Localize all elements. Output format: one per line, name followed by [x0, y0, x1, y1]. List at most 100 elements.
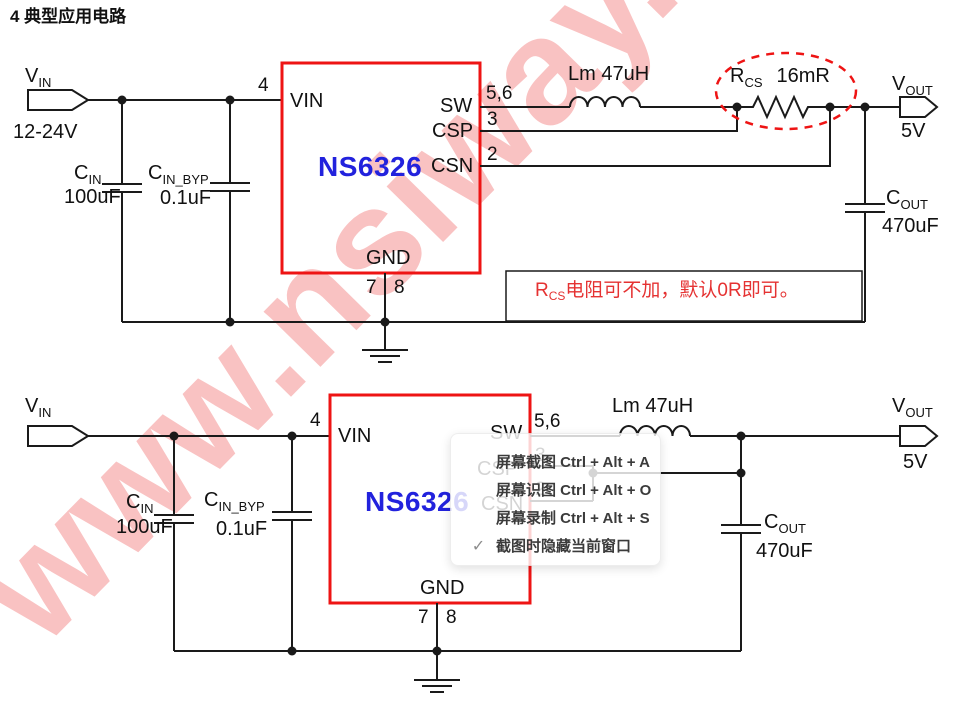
menu-item-label: 屏幕截图 Ctrl + Alt + A [496, 453, 650, 471]
pin-gnd8-number-2: 8 [446, 607, 457, 628]
cin-byp-value-label-2: 0.1uF [216, 518, 268, 540]
junction-dots-bottom [169, 431, 746, 656]
cin-byp-value-label: 0.1uF [160, 187, 212, 209]
cout2-main: C [764, 511, 779, 533]
top-circuit-schematic [27, 51, 939, 363]
menu-item-label: 屏幕录制 Ctrl + Alt + S [496, 510, 650, 528]
chip-pin-gnd-label: GND [366, 247, 411, 269]
vout-voltage-label: 5V [901, 120, 926, 142]
vout2-main: V [892, 395, 906, 417]
cinbyp2-sub: IN_BYP [218, 499, 265, 514]
cin-value-label-2: 100uF [116, 516, 173, 538]
menu-item-hide-window-toggle[interactable]: ✓ 截图时隐藏当前窗口 [451, 533, 660, 559]
vin-label-2: VIN [25, 395, 52, 420]
vin-label: VIN [25, 65, 52, 90]
chip-body [280, 61, 482, 275]
inductor-label: Lm 47uH [568, 63, 650, 85]
chip-pin-csn-label: CSN [431, 155, 474, 177]
cin-sub: IN [88, 172, 102, 187]
cout-ref-label-2: COUT [764, 511, 806, 536]
cin-ref-label-2: CIN [126, 491, 154, 516]
csn-wire [480, 107, 831, 167]
vin-sub: IN [38, 75, 52, 90]
vin-connector-symbol [27, 425, 90, 447]
vout-main: V [892, 73, 906, 95]
vin-voltage-label: 12-24V [13, 121, 78, 143]
cout-capacitor [721, 436, 761, 651]
vout-label-2: VOUT [892, 395, 933, 420]
cout-main: C [886, 187, 901, 209]
menu-item-screen-capture[interactable]: 屏幕截图 Ctrl + Alt + A [451, 448, 660, 474]
cout-capacitor [845, 107, 885, 322]
pin-sw-number: 5,6 [486, 83, 513, 104]
chip-name-label: NS6326 [318, 151, 423, 182]
pin-sw-number-2: 5,6 [534, 411, 561, 432]
csp-wire [480, 107, 738, 132]
pin-gnd7-number: 7 [366, 277, 377, 298]
vout-voltage-label-2: 5V [903, 451, 928, 473]
cin-byp-ref-label-2: CIN_BYP [204, 489, 265, 514]
note-text: 电阻可不加，默认0R即可。 [565, 280, 799, 301]
pin4-number-2: 4 [310, 410, 321, 431]
note-box [505, 270, 863, 322]
inductor-label-2: Lm 47uH [612, 395, 694, 417]
checkmark-icon: ✓ [471, 537, 486, 555]
pin-csp-number: 3 [487, 109, 498, 130]
vin-main: V [25, 65, 39, 87]
junction-dots-top [117, 95, 870, 327]
cin-byp-capacitor [210, 100, 250, 322]
vout-label: VOUT [892, 73, 933, 98]
cout-value-label: 470uF [882, 215, 939, 237]
cout-value-label-2: 470uF [756, 540, 813, 562]
pin-gnd8-number: 8 [394, 277, 405, 298]
screenshot-tool-popup-menu: 屏幕截图 Ctrl + Alt + A 屏幕识图 Ctrl + Alt + O … [450, 433, 661, 566]
rcs-note: RCS电阻可不加，默认0R即可。 [535, 280, 799, 303]
inductor-symbol [569, 96, 641, 108]
note-r-sub: CS [548, 289, 566, 303]
chip-pin-vin-label-2: VIN [338, 425, 372, 447]
cin-main: C [74, 162, 89, 184]
vout-sub: OUT [905, 83, 933, 98]
rcs-value: 16mR [776, 65, 830, 87]
cout-ref-label: COUT [886, 187, 928, 212]
cout2-sub: OUT [778, 521, 806, 536]
cin-capacitor [154, 436, 194, 651]
cin-value-label: 100uF [64, 186, 121, 208]
cin-byp-sub: IN_BYP [162, 172, 209, 187]
vin2-sub: IN [38, 405, 52, 420]
cin2-sub: IN [140, 501, 154, 516]
cin2-main: C [126, 491, 141, 513]
ground-symbol [414, 651, 460, 693]
menu-item-screen-ocr[interactable]: 屏幕识图 Ctrl + Alt + O [451, 476, 660, 502]
pin-gnd7-number-2: 7 [418, 607, 429, 628]
cin-byp-ref-label: CIN_BYP [148, 162, 209, 187]
vin-connector-symbol [27, 89, 90, 111]
menu-item-screen-record[interactable]: 屏幕录制 Ctrl + Alt + S [451, 505, 660, 531]
rcs-main: R [730, 65, 745, 87]
pin-csn-number: 2 [487, 144, 498, 165]
menu-item-label: 截图时隐藏当前窗口 [496, 538, 632, 556]
cin-byp-main: C [148, 162, 163, 184]
menu-item-label: 屏幕识图 Ctrl + Alt + O [496, 481, 652, 499]
rcs-resistor-symbol [737, 94, 830, 120]
chip-pin-vin-label: VIN [290, 90, 324, 112]
chip-pin-csp-label: CSP [432, 120, 474, 142]
vout-connector-symbol [899, 96, 939, 118]
vout-connector-symbol [899, 425, 939, 447]
chip-pin-gnd-label-2: GND [420, 577, 465, 599]
pin4-number: 4 [258, 75, 269, 96]
cout-sub: OUT [900, 197, 928, 212]
cin-ref-label: CIN [74, 162, 102, 187]
vout2-sub: OUT [905, 405, 933, 420]
page-title: 4 典型应用电路 [10, 7, 127, 26]
cin-capacitor [102, 100, 142, 322]
rcs-highlight-ellipse [714, 51, 858, 131]
chip-pin-sw-label: SW [440, 95, 473, 117]
vin2-main: V [25, 395, 39, 417]
cin-byp-capacitor [272, 436, 312, 651]
ground-symbol [362, 322, 408, 363]
cinbyp2-main: C [204, 489, 219, 511]
